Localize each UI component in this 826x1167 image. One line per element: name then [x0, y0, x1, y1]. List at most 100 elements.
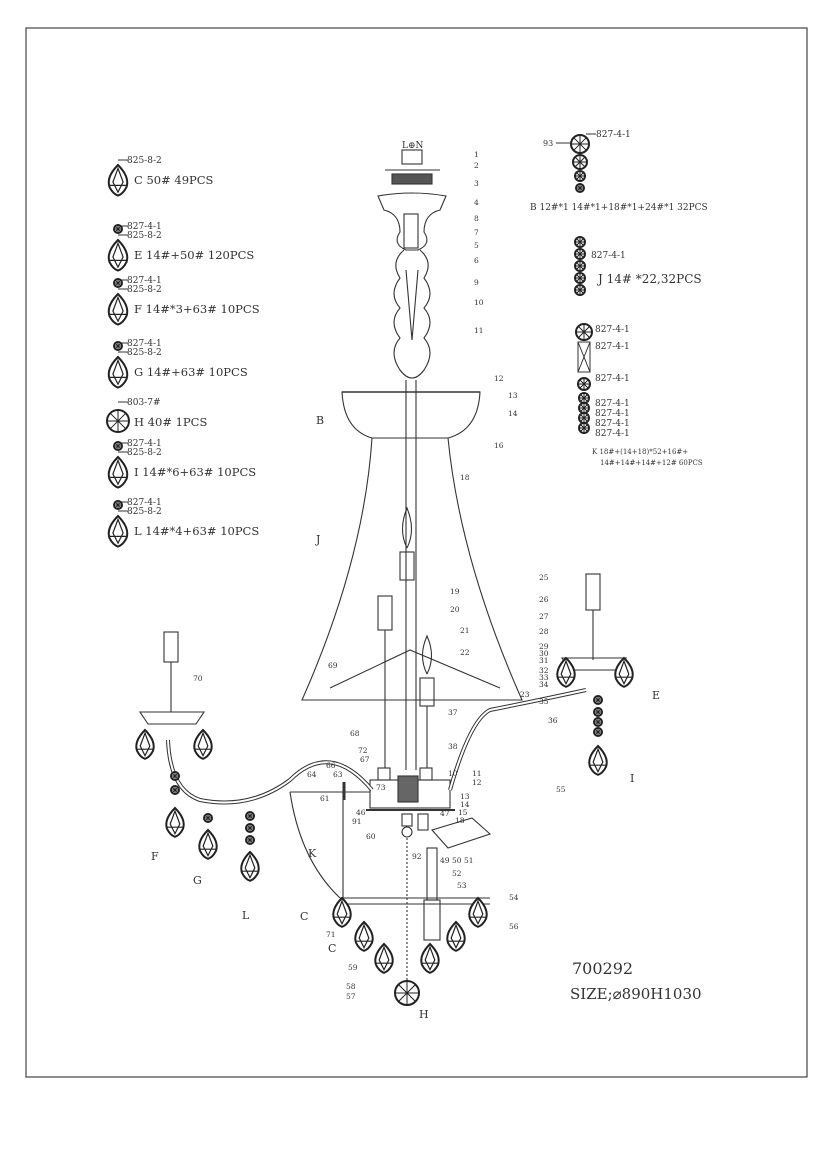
part-number: 827-4-1	[595, 429, 630, 439]
bead-icon	[593, 727, 603, 737]
callout-label: 69	[328, 661, 338, 670]
bead-icon	[203, 813, 213, 823]
bead-icon	[574, 170, 586, 182]
callout-label: 67	[360, 755, 370, 764]
callout-label: 3	[474, 179, 479, 188]
callout-label: 6	[474, 256, 479, 265]
crystal-letter-label: F	[151, 850, 159, 863]
part-number: 827-4-1	[595, 325, 630, 335]
bead-icon	[578, 422, 590, 434]
size-spec: SIZE;⌀890H1030	[570, 985, 702, 1003]
part-number: 825-8-2	[127, 348, 162, 358]
callout-label: 18	[460, 473, 470, 482]
callout-label: 29	[539, 642, 549, 651]
drawing-border	[25, 27, 808, 1078]
string-j: 827-4-1J 14# *22,32PCS	[574, 236, 702, 296]
callout-label: 1	[474, 150, 479, 159]
part-number: 827-4-1	[595, 419, 630, 429]
part-number: 827-4-1	[127, 222, 162, 232]
crystal-drop-icon	[193, 728, 213, 760]
bead-icon	[113, 224, 123, 234]
part-number: 827-4-1	[595, 374, 630, 384]
callout-label: 59	[348, 963, 358, 972]
string-caption: B 12#*1 14#*1+18#*1+24#*1 32PCS	[530, 203, 708, 213]
crystal-group	[135, 656, 634, 1006]
string-caption: J 14# *22,32PCS	[596, 272, 702, 286]
crystal-letter-label: C	[328, 942, 336, 955]
callout-label: 9	[474, 278, 479, 287]
callout-label: 13	[508, 391, 518, 400]
legend-label: G 14#+63# 10PCS	[134, 365, 248, 379]
model-number: 700292	[572, 959, 633, 978]
callout-label: 5	[474, 241, 479, 250]
callout-label: 47	[440, 809, 450, 818]
callout-label: 11	[472, 769, 482, 778]
callout-label: 73	[376, 783, 386, 792]
callout-label: 70	[193, 674, 203, 683]
string-k: 827-4-1827-4-1827-4-1827-4-1827-4-1827-4…	[575, 323, 703, 467]
chandelier-structure	[138, 149, 628, 980]
bead-icon	[575, 323, 593, 341]
callout-label: 46	[356, 808, 366, 817]
legend-label: L 14#*4+63# 10PCS	[134, 524, 259, 538]
part-number: 825-8-2	[127, 507, 162, 517]
callout-label: 66	[326, 761, 336, 770]
string-caption: K 18#+(14+18)*52+16#+	[592, 448, 688, 456]
callout-label: 50	[452, 856, 462, 865]
crystal-letter-label: B	[316, 414, 324, 427]
part-number: 827-4-1	[127, 339, 162, 349]
part-number: 825-8-2	[127, 156, 162, 166]
callout-label: 21	[460, 626, 470, 635]
callout-label: 4	[474, 198, 479, 207]
callout-label: 51	[464, 856, 474, 865]
callout-label: 58	[346, 982, 356, 991]
crystal-drop-icon	[107, 163, 129, 197]
crystal-drop-icon	[614, 656, 634, 688]
callout-label: 64	[307, 770, 317, 779]
bead-icon	[570, 134, 590, 154]
callout-label: 57	[346, 992, 356, 1001]
string-b: 827-4-1 93 B 12#*1 14#*1+18#*1+24#*1 32PCS	[530, 130, 708, 213]
callout-label: 93	[543, 139, 553, 148]
callout-label: 18	[455, 816, 465, 825]
bead-icon	[245, 823, 255, 833]
part-number: 827-4-1	[127, 276, 162, 286]
crystal-drop-icon	[588, 744, 608, 776]
bead-icon	[574, 248, 586, 260]
callout-label: 28	[539, 627, 549, 636]
callout-label: 36	[548, 716, 558, 725]
callout-label: 13	[460, 792, 470, 801]
callout-label: 2	[474, 161, 479, 170]
crystal-ball-icon	[106, 409, 130, 433]
bead-icon	[577, 377, 591, 391]
bead-icon	[574, 260, 586, 272]
bead-strings-legend: 827-4-1 93 B 12#*1 14#*1+18#*1+24#*1 32PCS…	[530, 130, 708, 467]
crystal-drop-icon	[107, 238, 129, 272]
callout-label: 10	[474, 298, 484, 307]
crystal-ball-icon	[394, 980, 420, 1006]
callout-label: 19	[450, 587, 460, 596]
callout-label: 16	[494, 441, 504, 450]
callout-label: 12	[472, 778, 482, 787]
legend-item: 825-8-2 C 50# 49PCS	[107, 156, 214, 197]
callout-label: 31	[539, 656, 549, 665]
part-number: 827-4-1	[596, 130, 631, 140]
crystal-letter-label: G	[193, 874, 202, 887]
crystal-drop-icon	[107, 514, 129, 548]
callout-label: 23	[520, 690, 530, 699]
callout-label: 91	[352, 817, 362, 826]
legend-label: C 50# 49PCS	[134, 173, 214, 187]
callout-label: 15	[458, 808, 468, 817]
callout-label: 14	[508, 409, 518, 418]
callout-label: 60	[366, 832, 376, 841]
callout-label: 61	[320, 794, 330, 803]
callout-label: 38	[448, 742, 458, 751]
callout-label: 72	[358, 746, 368, 755]
part-number: 803-7#	[127, 398, 161, 408]
callout-label: 27	[539, 612, 549, 621]
part-callouts: 1234875691011121314161819202122233738696…	[193, 150, 566, 1001]
crystal-drop-icon	[198, 828, 218, 860]
legend-label: I 14#*6+63# 10PCS	[134, 465, 256, 479]
